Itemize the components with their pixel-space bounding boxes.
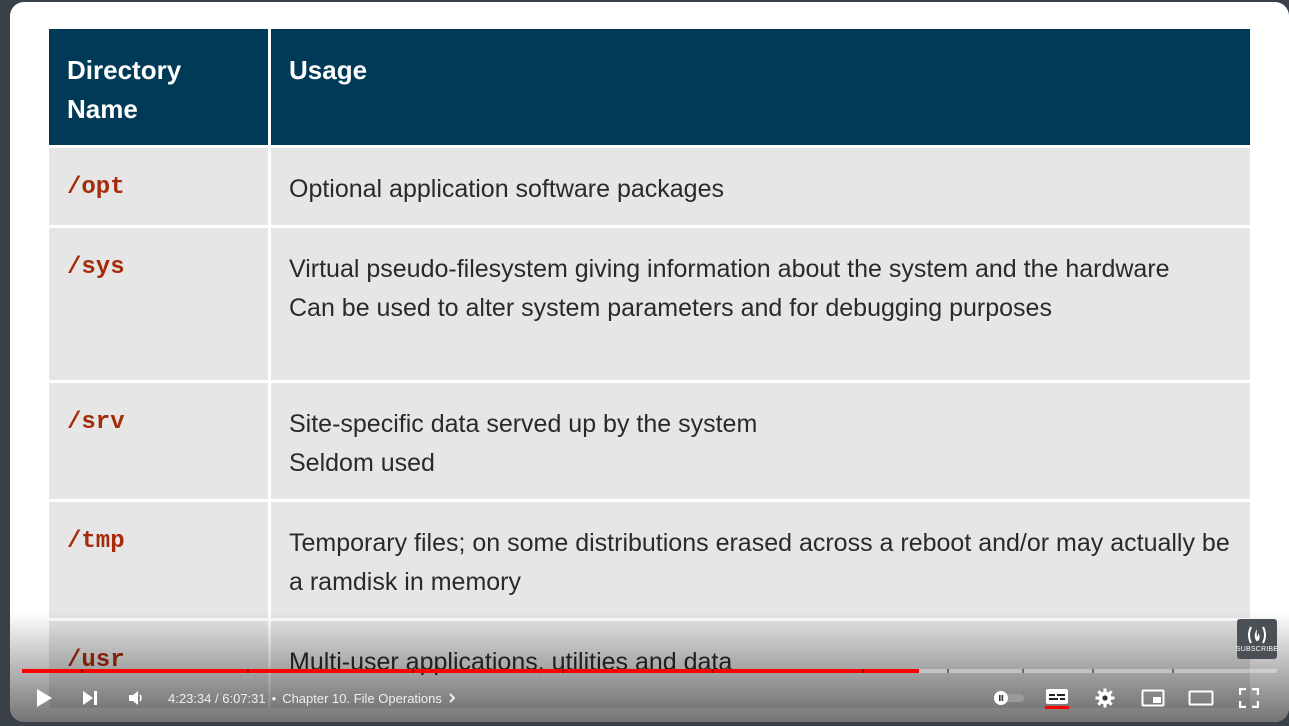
chapter-marker	[1092, 669, 1094, 673]
fcc-logo-icon	[1248, 626, 1266, 644]
usage-cell: Site-specific data served up by the syst…	[268, 380, 1253, 502]
chapter-marker	[562, 669, 564, 673]
directory-cell: /srv	[46, 380, 271, 502]
volume-icon	[129, 691, 142, 705]
chapter-marker	[247, 669, 249, 673]
chapter-marker	[412, 669, 414, 673]
miniplayer-button[interactable]	[1133, 678, 1173, 718]
usage-line: Optional application software packages	[289, 175, 724, 203]
usage-line: Seldom used	[289, 449, 435, 477]
player-controls: 4:23:34 / 6:07:31 • Chapter 10. File Ope…	[10, 678, 1289, 718]
usage-line: Can be used to alter system parameters a…	[289, 294, 1052, 322]
captions-button[interactable]	[1037, 678, 1077, 718]
chapter-bullet: •	[271, 690, 277, 706]
settings-icon	[1095, 688, 1115, 708]
directory-cell: /sys	[46, 225, 271, 383]
usage-cell: Temporary files; on some distributions e…	[268, 499, 1253, 621]
usage-cell: Virtual pseudo-filesystem giving informa…	[268, 225, 1253, 383]
settings-button[interactable]	[1085, 678, 1125, 718]
chapter-title-button[interactable]: Chapter 10. File Operations	[282, 691, 458, 706]
fullscreen-button[interactable]	[1229, 678, 1269, 718]
fullscreen-icon	[1239, 688, 1259, 708]
subscribe-label: SUBSCRIBE	[1235, 646, 1279, 653]
next-button[interactable]	[70, 678, 110, 718]
directory-table: Directory Name Usage /opt Optional appli…	[46, 26, 1253, 711]
header-directory-name: Directory Name	[46, 26, 271, 148]
theater-icon	[1188, 690, 1214, 706]
theater-mode-button[interactable]	[1181, 678, 1221, 718]
autoplay-toggle[interactable]	[989, 678, 1029, 718]
header-usage: Usage	[268, 26, 1253, 148]
chevron-right-icon	[449, 693, 456, 703]
time-display: 4:23:34 / 6:07:31	[168, 691, 266, 706]
miniplayer-icon	[1141, 689, 1165, 707]
volume-button[interactable]	[116, 678, 156, 718]
usage-line: Temporary files; on some distributions e…	[289, 529, 1230, 596]
chapter-marker	[81, 669, 83, 673]
chapter-title: Chapter 10. File Operations	[282, 690, 442, 706]
play-button[interactable]	[24, 678, 64, 718]
chapter-marker	[862, 669, 864, 673]
table-row: /srv Site-specific data served up by the…	[46, 380, 1253, 502]
video-player[interactable]: Directory Name Usage /opt Optional appli…	[10, 2, 1289, 722]
current-time: 4:23:34	[168, 690, 212, 706]
chapter-marker	[1172, 669, 1174, 673]
chapter-marker	[1022, 669, 1024, 673]
chapter-marker	[712, 669, 714, 673]
usage-cell: Optional application software packages	[268, 145, 1253, 228]
duration: 6:07:31	[222, 690, 266, 706]
usage-line: Virtual pseudo-filesystem giving informa…	[289, 255, 1170, 283]
autoplay-toggle-icon	[994, 691, 1024, 705]
progress-bar[interactable]	[22, 669, 1277, 673]
time-separator: /	[215, 690, 219, 706]
play-icon	[37, 689, 52, 707]
right-controls	[989, 678, 1269, 718]
progress-played	[22, 669, 920, 673]
captions-icon	[1045, 689, 1069, 709]
table-header-row: Directory Name Usage	[46, 26, 1253, 148]
subscribe-watermark[interactable]: SUBSCRIBE	[1235, 619, 1279, 659]
next-icon	[83, 691, 97, 705]
chapter-marker	[947, 669, 949, 673]
usage-line: Site-specific data served up by the syst…	[289, 410, 758, 438]
directory-cell: /tmp	[46, 499, 271, 621]
usage-line: Multi-user applications, utilities and d…	[289, 648, 733, 676]
table-row: /sys Virtual pseudo-filesystem giving in…	[46, 225, 1253, 383]
table-row: /tmp Temporary files; on some distributi…	[46, 499, 1253, 621]
table-row: /opt Optional application software packa…	[46, 145, 1253, 228]
directory-cell: /opt	[46, 145, 271, 228]
